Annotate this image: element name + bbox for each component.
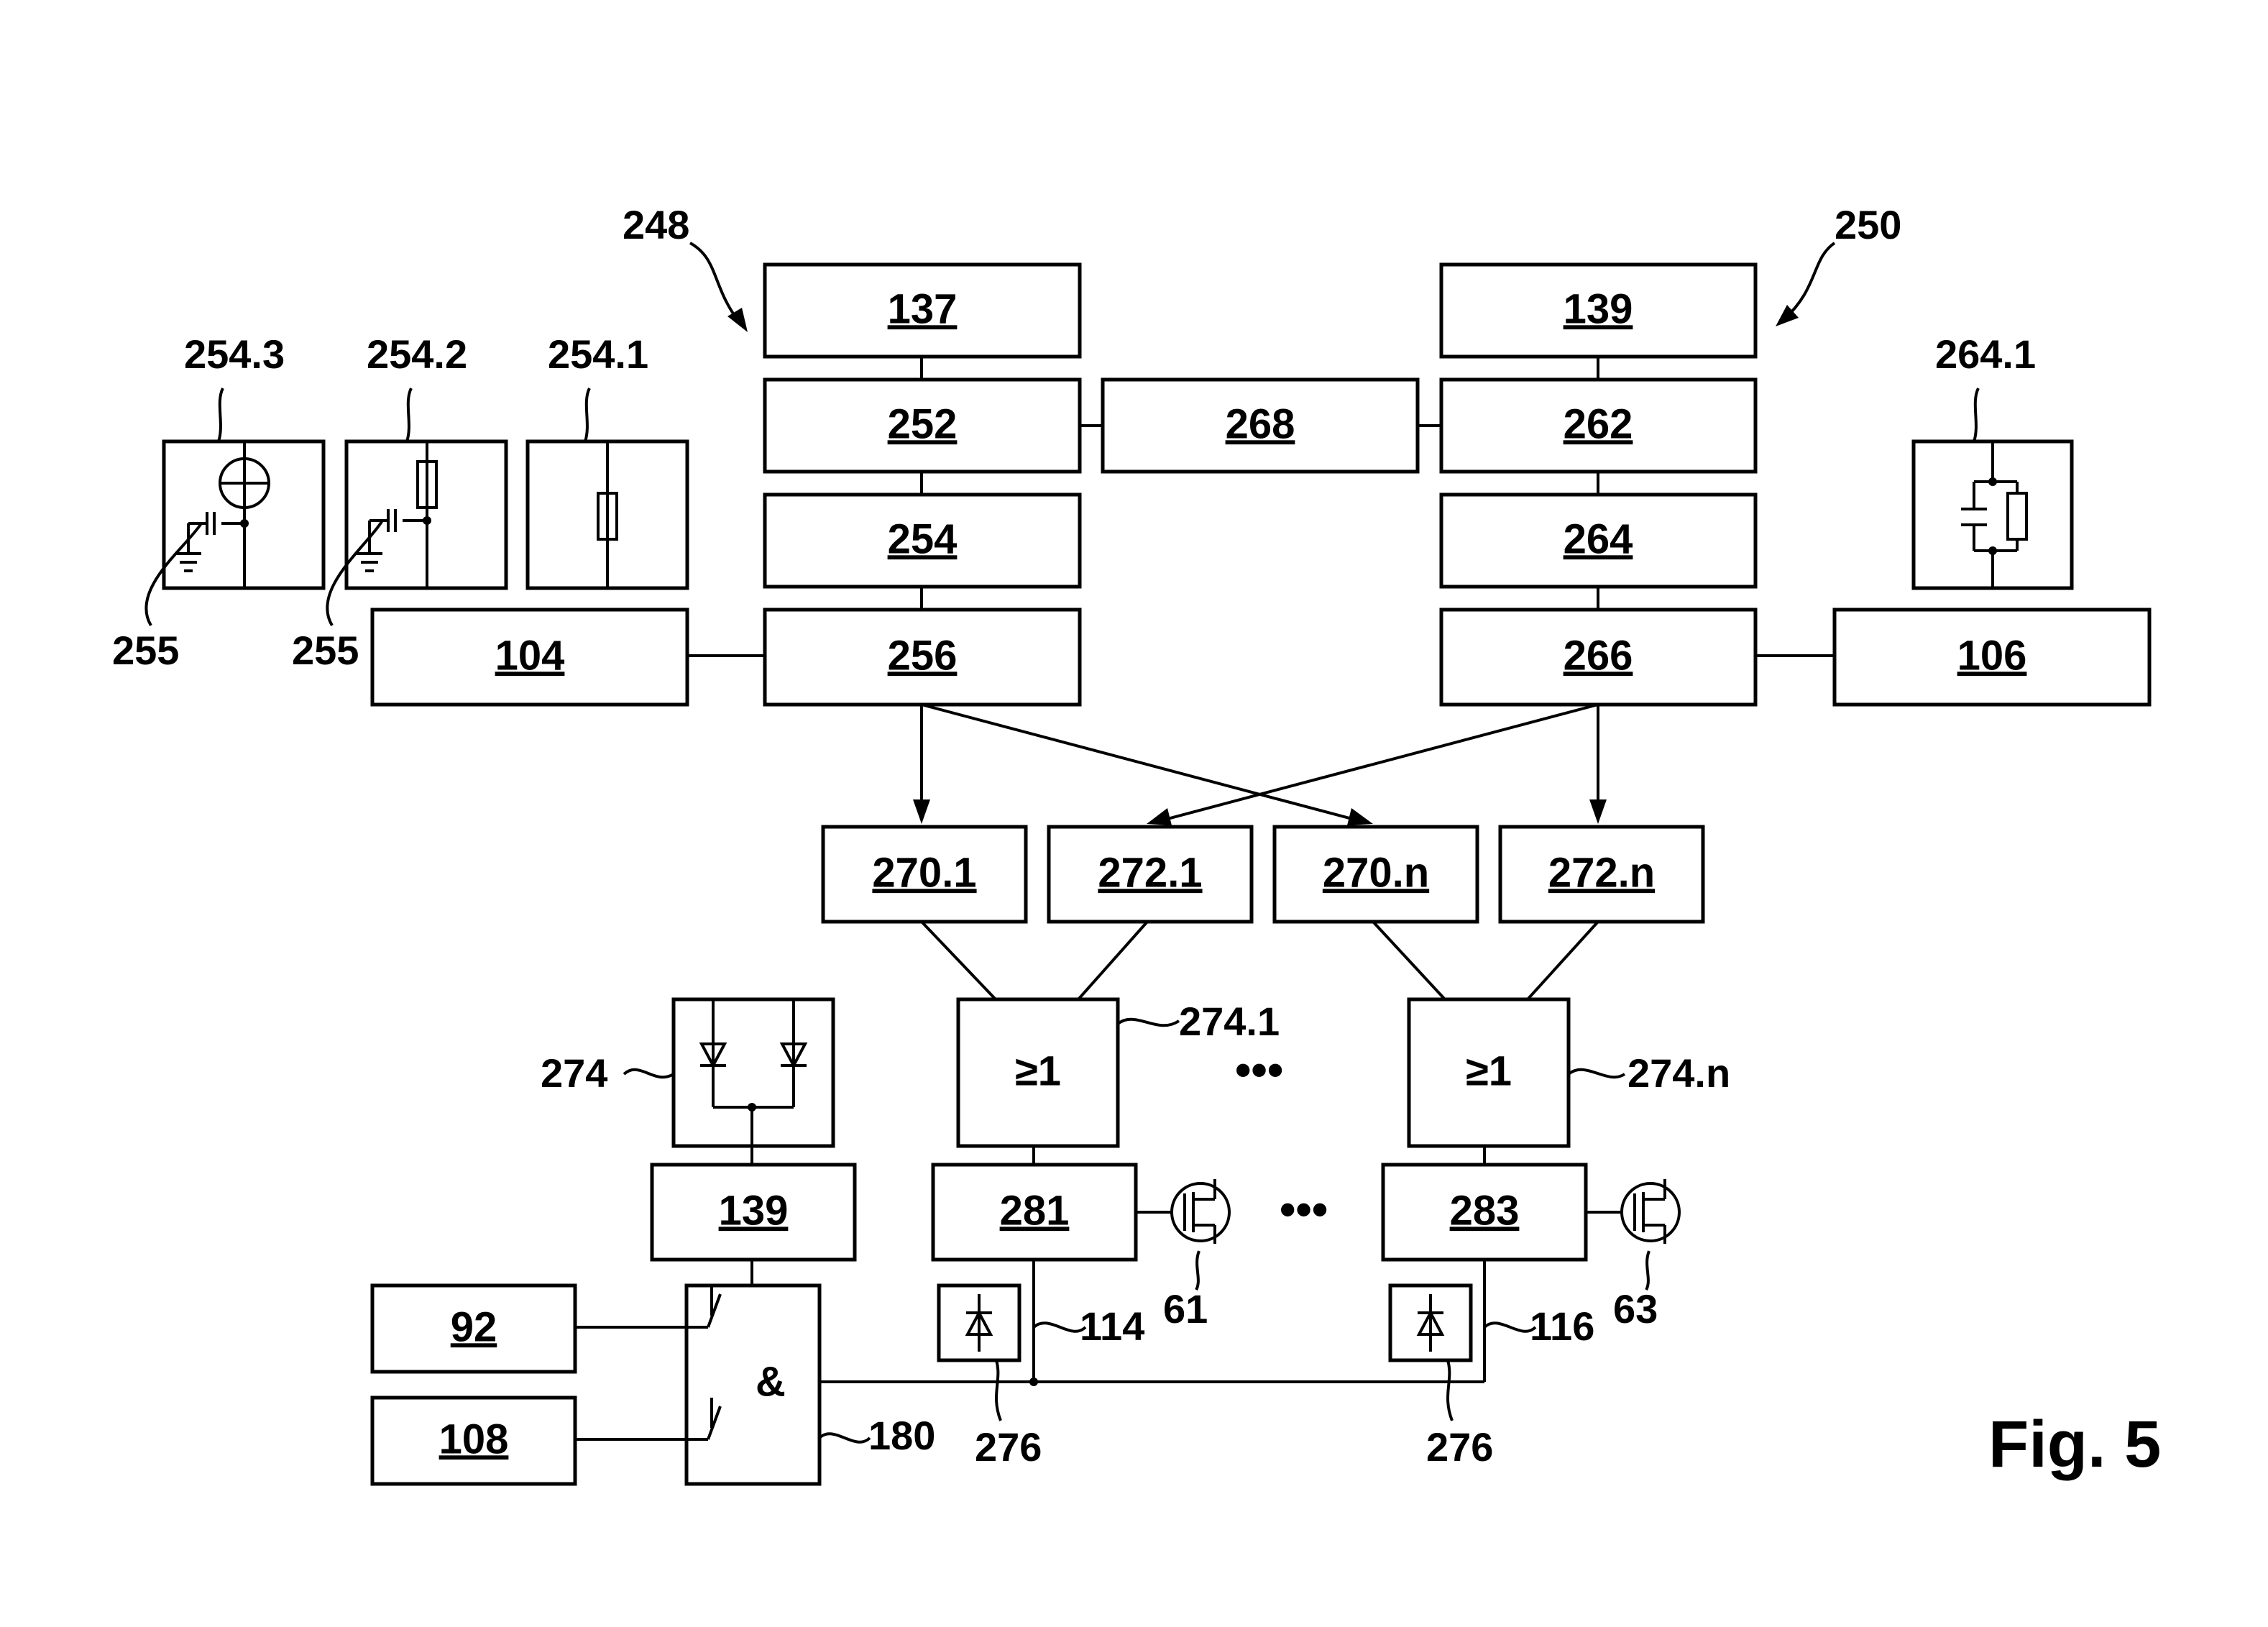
- ref-63: 63: [1613, 1286, 1658, 1332]
- ground-icon: [175, 552, 201, 572]
- block-270-1: 270.1: [821, 825, 1028, 924]
- diode-icon: [699, 999, 727, 1107]
- connection-lines: [575, 357, 1835, 1441]
- diode-box-276-left: [937, 1283, 1021, 1362]
- block-label: 270.n: [1323, 849, 1429, 896]
- diode-icon: [1416, 1294, 1445, 1352]
- block-139-top: 139: [1439, 262, 1758, 359]
- block-label: 254: [888, 515, 958, 562]
- diode-box-276-right: [1388, 1283, 1473, 1362]
- or-gate-274-1: ≥1: [956, 997, 1120, 1148]
- ref-276-right: 276: [1426, 1424, 1493, 1470]
- ref-254-2: 254.2: [367, 331, 467, 377]
- figure-title: Fig. 5: [1988, 1408, 2161, 1481]
- ref-274-n: 274.n: [1627, 1050, 1730, 1096]
- arrow-head: [1589, 799, 1607, 824]
- ref-274-1: 274.1: [1179, 999, 1280, 1044]
- ref-180: 180: [868, 1413, 935, 1458]
- block-264: 264: [1439, 492, 1758, 589]
- ref-255-left: 255: [112, 628, 179, 673]
- arrow-head: [1347, 808, 1373, 825]
- mosfet-icon-61: [1136, 1179, 1231, 1244]
- block-label: 106: [1957, 632, 2027, 679]
- ref-250: 250: [1835, 202, 1901, 247]
- switch-icon: [687, 1398, 722, 1441]
- mosfet-icon-63: [1586, 1179, 1681, 1244]
- and-switch-block-180: &: [684, 1283, 822, 1486]
- block-label: 272.n: [1548, 849, 1655, 896]
- ref-276-left: 276: [975, 1424, 1042, 1470]
- ref-274: 274: [541, 1050, 607, 1096]
- ref-61: 61: [1163, 1286, 1208, 1332]
- arrow-head: [1147, 808, 1172, 825]
- or-gate-274-n: ≥1: [1407, 997, 1571, 1148]
- block-label: 264: [1564, 515, 1633, 562]
- ellipsis: •••: [1235, 1044, 1283, 1096]
- arrow-head: [913, 799, 930, 824]
- gate-label: &: [756, 1358, 786, 1405]
- block-256: 256: [763, 608, 1082, 707]
- block-label: 262: [1564, 400, 1633, 447]
- block-label: 281: [1000, 1187, 1070, 1234]
- block-label: 252: [888, 400, 958, 447]
- gate-label: ≥1: [1466, 1048, 1512, 1094]
- block-label: 266: [1564, 632, 1633, 679]
- block-283: 283: [1381, 1163, 1588, 1262]
- block-106: 106: [1832, 608, 2152, 707]
- block-label: 139: [719, 1187, 789, 1234]
- diode-icon: [779, 999, 808, 1107]
- block-252: 252: [763, 377, 1082, 474]
- block-137: 137: [763, 262, 1082, 359]
- ref-248: 248: [623, 202, 689, 247]
- block-262: 262: [1439, 377, 1758, 474]
- switch-icon: [687, 1285, 722, 1329]
- block-268: 268: [1101, 377, 1420, 474]
- ref-116: 116: [1530, 1303, 1594, 1349]
- block-139-bottom: 139: [650, 1163, 857, 1262]
- ellipsis: •••: [1280, 1183, 1328, 1235]
- block-label: 270.1: [872, 849, 976, 896]
- gate-label: ≥1: [1015, 1048, 1061, 1094]
- resistor-icon: [416, 460, 438, 509]
- ref-114: 114: [1080, 1303, 1144, 1349]
- ground-icon: [357, 552, 382, 572]
- leader-lines: [144, 242, 1980, 1444]
- block-108: 108: [370, 1395, 577, 1486]
- block-272-1: 272.1: [1047, 825, 1254, 924]
- block-label: 139: [1564, 285, 1633, 332]
- block-label: 268: [1226, 400, 1295, 447]
- block-104: 104: [370, 608, 689, 707]
- block-label: 92: [451, 1303, 497, 1350]
- block-label: 108: [439, 1416, 509, 1462]
- block-270-n: 270.n: [1272, 825, 1479, 924]
- ref-254-3: 254.3: [184, 331, 285, 377]
- block-label: 272.1: [1098, 849, 1202, 896]
- circuit-variant-264-1: [1911, 439, 2074, 590]
- block-266: 266: [1439, 608, 1758, 707]
- resistor-icon: [597, 492, 618, 541]
- block-92: 92: [370, 1283, 577, 1374]
- circuit-variant-254-3: [162, 439, 326, 590]
- diode-block-274: [671, 997, 835, 1148]
- block-281: 281: [931, 1163, 1138, 1262]
- circuit-variant-254-1: [525, 439, 689, 590]
- block-label: 137: [888, 285, 958, 332]
- circuit-variant-254-2: [344, 439, 508, 590]
- ref-264-1: 264.1: [1935, 331, 2036, 377]
- block-254: 254: [763, 492, 1082, 589]
- block-label: 104: [495, 632, 565, 679]
- block-label: 256: [888, 632, 958, 679]
- block-label: 283: [1450, 1187, 1520, 1234]
- diode-icon: [965, 1294, 993, 1352]
- block-272-n: 272.n: [1498, 825, 1705, 924]
- ref-254-1: 254.1: [548, 331, 648, 377]
- resistor-icon: [2006, 492, 2028, 541]
- ref-255-right: 255: [292, 628, 359, 673]
